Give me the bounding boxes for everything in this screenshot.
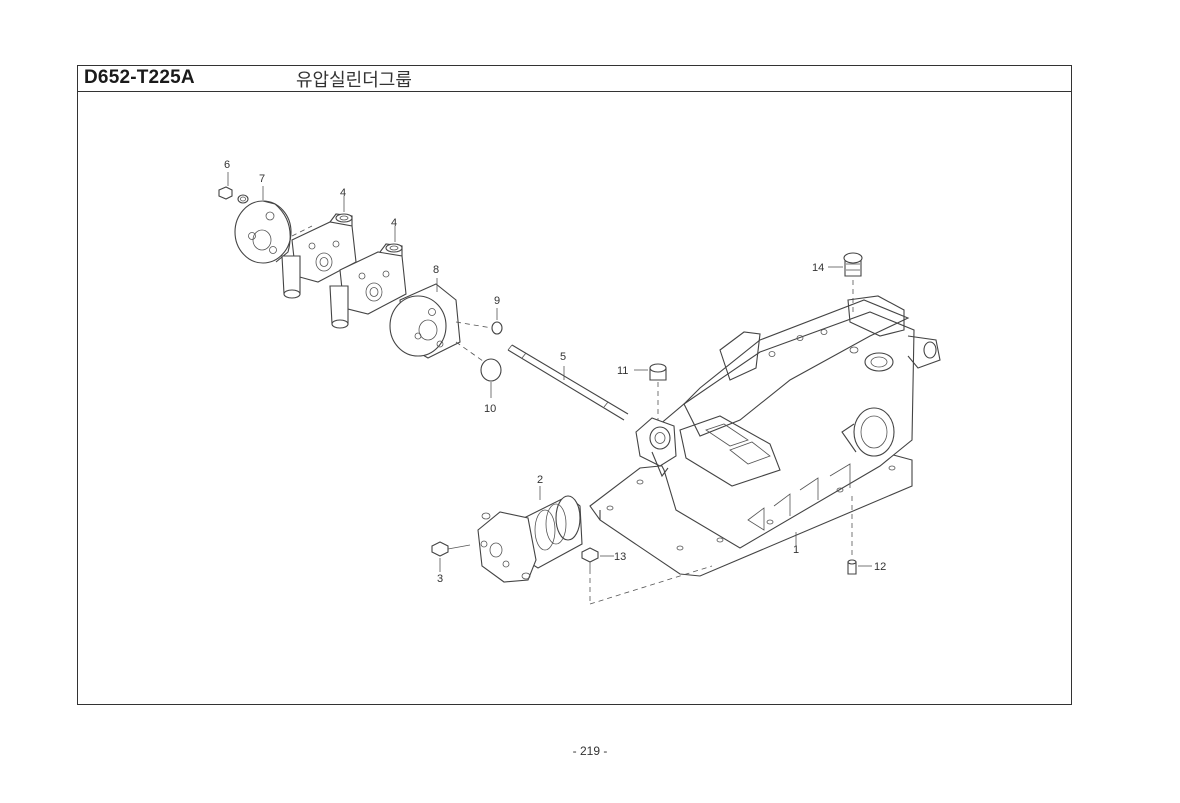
doc-code: D652-T225A xyxy=(84,67,195,88)
callout-5: 5 xyxy=(560,351,566,363)
callout-11: 11 xyxy=(617,365,628,377)
part-14-breather-cap xyxy=(828,252,863,312)
part-7-flange-plate xyxy=(234,186,292,264)
part-6-nut xyxy=(218,172,249,204)
callout-3: 3 xyxy=(437,573,443,585)
part-2-hydraulic-cylinder xyxy=(477,486,583,583)
page-number: - 219 - xyxy=(572,744,608,758)
header-bar: D652-T225A 유압실린더그룹 xyxy=(78,66,1071,92)
callout-10: 10 xyxy=(484,403,496,415)
callout-6: 6 xyxy=(224,159,230,171)
part-13-bolt xyxy=(581,547,713,605)
part-1-main-housing xyxy=(589,295,941,577)
callout-4-a: 4 xyxy=(340,187,346,199)
part-10-o-ring xyxy=(480,358,502,398)
callout-14: 14 xyxy=(812,262,824,274)
callout-1: 1 xyxy=(793,544,799,556)
callout-8: 8 xyxy=(433,264,439,276)
callout-7: 7 xyxy=(259,173,265,185)
part-8-thick-flange xyxy=(389,278,461,359)
callout-13: 13 xyxy=(614,551,626,563)
doc-title: 유압실린더그룹 xyxy=(296,70,412,91)
part-12-dowel-pin xyxy=(847,496,872,575)
part-3-bolt xyxy=(431,541,471,572)
callout-12: 12 xyxy=(874,561,886,573)
part-4-valve-block-a xyxy=(281,196,357,299)
page-frame: D652-T225A 유압실린더그룹 xyxy=(77,65,1072,705)
part-9-o-ring xyxy=(491,308,503,335)
callout-9: 9 xyxy=(494,295,500,307)
part-11-plug xyxy=(634,363,667,420)
callout-4-b: 4 xyxy=(391,217,397,229)
callout-2: 2 xyxy=(537,474,543,486)
part-4-valve-block-b xyxy=(329,226,407,329)
part-5-stud-rod xyxy=(507,344,629,421)
